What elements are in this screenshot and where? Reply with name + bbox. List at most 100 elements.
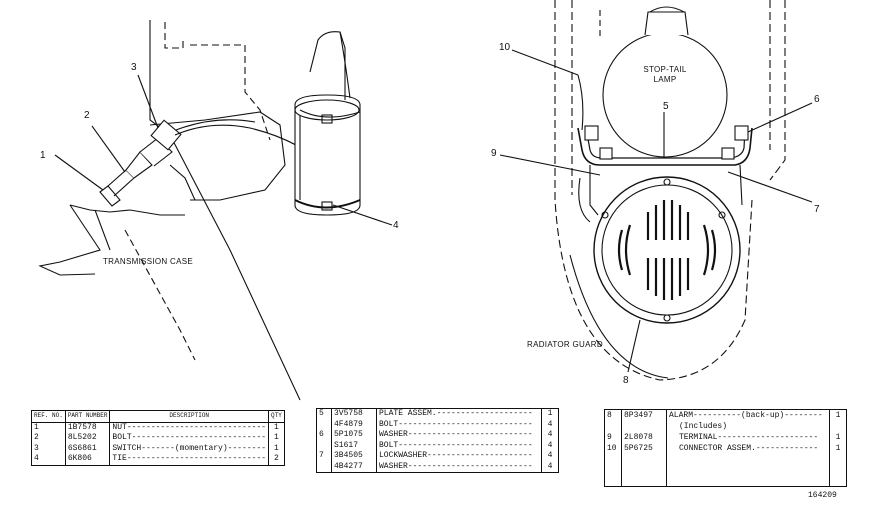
cell-qty: 1 [835,432,841,442]
cell-desc: TIE----------------------------- [109,454,270,465]
cell-part: 5P1075 [331,430,377,441]
table-row: (Includes) [604,421,847,433]
cell-qty: 1 [274,433,279,443]
cell-desc: BOLT---------------------------- [376,440,542,451]
cell-part: S1617 [331,440,377,451]
ref-number-2: 2 [84,110,90,121]
cell-qty: 1 [835,410,841,420]
cell-part: 6S6861 [65,443,111,454]
cell-qty: 2 [274,454,279,464]
table-row: 9 2L8078 TERMINAL--------------------- 1 [604,432,847,444]
header-ref-no: REF. NO. [31,410,66,423]
table-row: 4 6K806 TIE-----------------------------… [31,454,285,465]
cell-desc: NUT----------------------------- [109,422,270,433]
cell-ref: 3 [31,443,66,454]
ref-number-9: 9 [491,148,497,159]
cell-ref: 4 [31,454,66,465]
leader-4 [332,204,393,226]
cell-ref [316,461,332,473]
table-row: 4F4879 BOLT---------------------------- … [316,419,559,430]
cell-qty [830,421,847,432]
cell-qty: 1 [547,409,553,419]
table-row: 1 1B7578 NUT----------------------------… [31,422,285,433]
mounting-plate [577,74,753,223]
cell-ref: 8 [604,409,622,422]
caption-transmission-case: TRANSMISSION CASE [103,257,194,266]
cell-qty: 1 [274,443,279,453]
cell-desc: LOCKWASHER---------------------- [376,451,542,462]
backup-alarm [593,176,741,324]
table-row: S1617 BOLT---------------------------- 4 [316,440,559,451]
ref-number-4: 4 [393,220,399,231]
header-qty: QTY [268,410,285,423]
cell-ref [604,421,622,433]
leader-9 [499,154,601,176]
leader-6 [747,102,813,133]
cell-ref: 7 [316,451,332,462]
cell-desc: BOLT---------------------------- [376,419,542,430]
cell-qty: 4 [547,461,553,471]
table-row: 8 8P3497 ALARM----------(back-up)-------… [604,409,847,422]
transmission-case-drawing [38,20,301,401]
table-row: 2 8L5202 BOLT---------------------------… [31,433,285,444]
ref-number-3: 3 [131,62,137,73]
table-row: 3 6S6861 SWITCH-------(momentary)-------… [31,443,285,454]
cell-qty: 4 [547,440,553,450]
table-row: 4B4277 WASHER-------------------------- … [316,461,559,473]
cell-desc: TERMINAL--------------------- [666,432,830,444]
cell-part [621,421,667,433]
cell-part: 6K806 [65,454,111,465]
leader-10 [511,49,579,76]
cell-desc: (Includes) [666,421,830,433]
cell-ref: 2 [31,433,66,444]
table-row: 7 3B4505 LOCKWASHER---------------------… [316,451,559,462]
radiator-guard-drawing [554,0,786,381]
ref-number-10: 10 [499,42,511,53]
ref-number-5: 5 [663,101,669,112]
table-row: 10 5P6725 CONNECTOR ASSEM.------------- … [604,443,847,455]
drawing-number: 164209 [808,491,837,500]
table-row: 5 3V5758 PLATE ASSEM.-------------------… [316,408,559,420]
cell-desc: ALARM----------(back-up)-------- [666,409,830,422]
ref-number-7: 7 [814,204,820,215]
cell-qty: 4 [547,430,553,440]
cell-ref: 5 [316,408,332,420]
cell-part: 3V5758 [331,408,377,420]
header-description: DESCRIPTION [109,410,270,423]
caption-radiator-guard: RADIATOR GUARD [527,340,603,349]
stop-tail-lamp [602,6,728,158]
cell-part: 4F4879 [331,419,377,430]
cell-ref: 1 [31,422,66,433]
leader-7 [727,171,813,203]
cell-qty: 1 [274,422,279,432]
parts-table-3: 8 8P3497 ALARM----------(back-up)-------… [604,409,847,487]
ref-number-8: 8 [623,375,629,386]
ref-number-6: 6 [814,94,820,105]
cylinder-with-ties [294,31,361,216]
cell-qty: 4 [547,419,553,429]
table-row: 6 5P1075 WASHER-------------------------… [316,430,559,441]
ref-number-1: 1 [40,150,46,161]
parts-table-1: REF. NO. PART NUMBER DESCRIPTION QTY 1 1… [31,410,285,466]
cell-part: 8L5202 [65,433,111,444]
cell-desc: SWITCH-------(momentary)-------- [109,443,270,454]
caption-stop-tail-lamp: STOP-TAIL LAMP [630,65,700,85]
bolt-and-switch [99,119,342,207]
leader-1 [54,154,104,191]
leader-8 [627,319,641,373]
cell-ref [316,440,332,451]
cell-part: 3B4505 [331,451,377,462]
lamp-caption-line-1: STOP-TAIL [643,65,687,74]
lamp-caption-line-2: LAMP [653,75,677,84]
cell-desc: WASHER-------------------------- [376,461,542,473]
cell-ref: 10 [604,443,622,455]
cell-qty: 4 [547,451,553,461]
leader-2 [91,125,126,173]
cell-ref: 6 [316,430,332,441]
header-part-number: PART NUMBER [65,410,111,423]
cell-qty: 1 [835,443,841,453]
table-header-row: REF. NO. PART NUMBER DESCRIPTION QTY [31,410,285,423]
leader-3 [137,74,159,129]
table-row-empty [604,454,847,487]
